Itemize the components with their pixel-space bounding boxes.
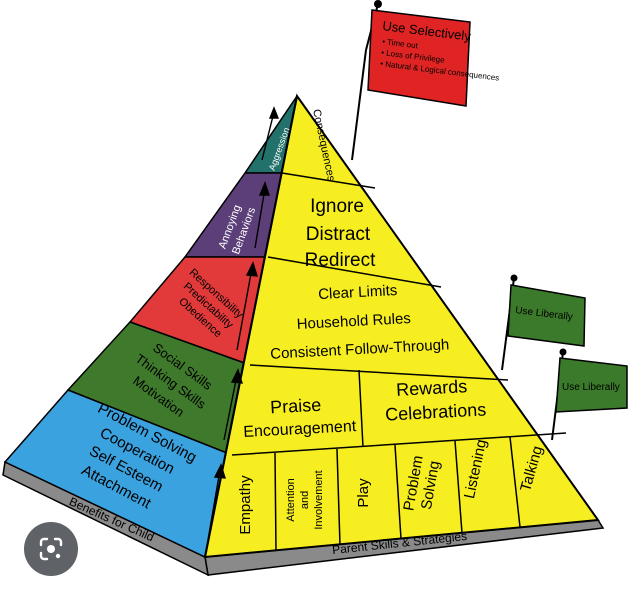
red-flag: Use Selectively • Time out • Loss of Pri… <box>351 0 500 161</box>
annoying-text: Annoying Behaviors <box>217 203 259 256</box>
green-flag-top: Use Liberally <box>501 274 586 371</box>
green-flag-bottom-label: Use Liberally <box>562 382 620 393</box>
column-attention-3: Involvement <box>313 470 325 529</box>
divider-pyramid-edge <box>204 95 298 558</box>
ignore-line-3: Redirect <box>305 250 376 271</box>
praise-line-2: Encouragement <box>243 418 357 441</box>
praise-line-1: Praise <box>270 395 322 418</box>
rewards-line-1: Rewards <box>396 376 468 400</box>
divider-apex <box>281 172 376 189</box>
lens-search-button[interactable] <box>24 522 78 576</box>
limits-line-2: Household Rules <box>296 310 411 333</box>
lens-search-icon <box>39 537 63 561</box>
column-attention-2: and <box>299 491 311 509</box>
limits-line-1: Clear Limits <box>318 282 398 303</box>
green-flag-bottom: Use Liberally <box>551 348 628 441</box>
base-column-dividers <box>274 436 521 551</box>
divider-praise <box>231 432 567 456</box>
column-attention-1: Attention <box>285 478 297 521</box>
rewards-block: Rewards Celebrations <box>385 376 487 424</box>
left-face-arrows <box>207 106 280 541</box>
ignore-line-1: Ignore <box>310 196 364 217</box>
red-flag-item-1: • Time out <box>382 37 419 50</box>
ignore-line-2: Distract <box>306 224 371 245</box>
divider-limits <box>249 364 509 381</box>
divider-ignore <box>267 256 442 288</box>
column-play: Play <box>355 478 372 508</box>
column-empathy: Empathy <box>237 475 254 535</box>
praise-block: Praise Encouragement <box>243 395 357 441</box>
tier-ignore: Ignore Distract Redirect <box>305 196 376 271</box>
divider-praise-rewards <box>358 369 364 448</box>
